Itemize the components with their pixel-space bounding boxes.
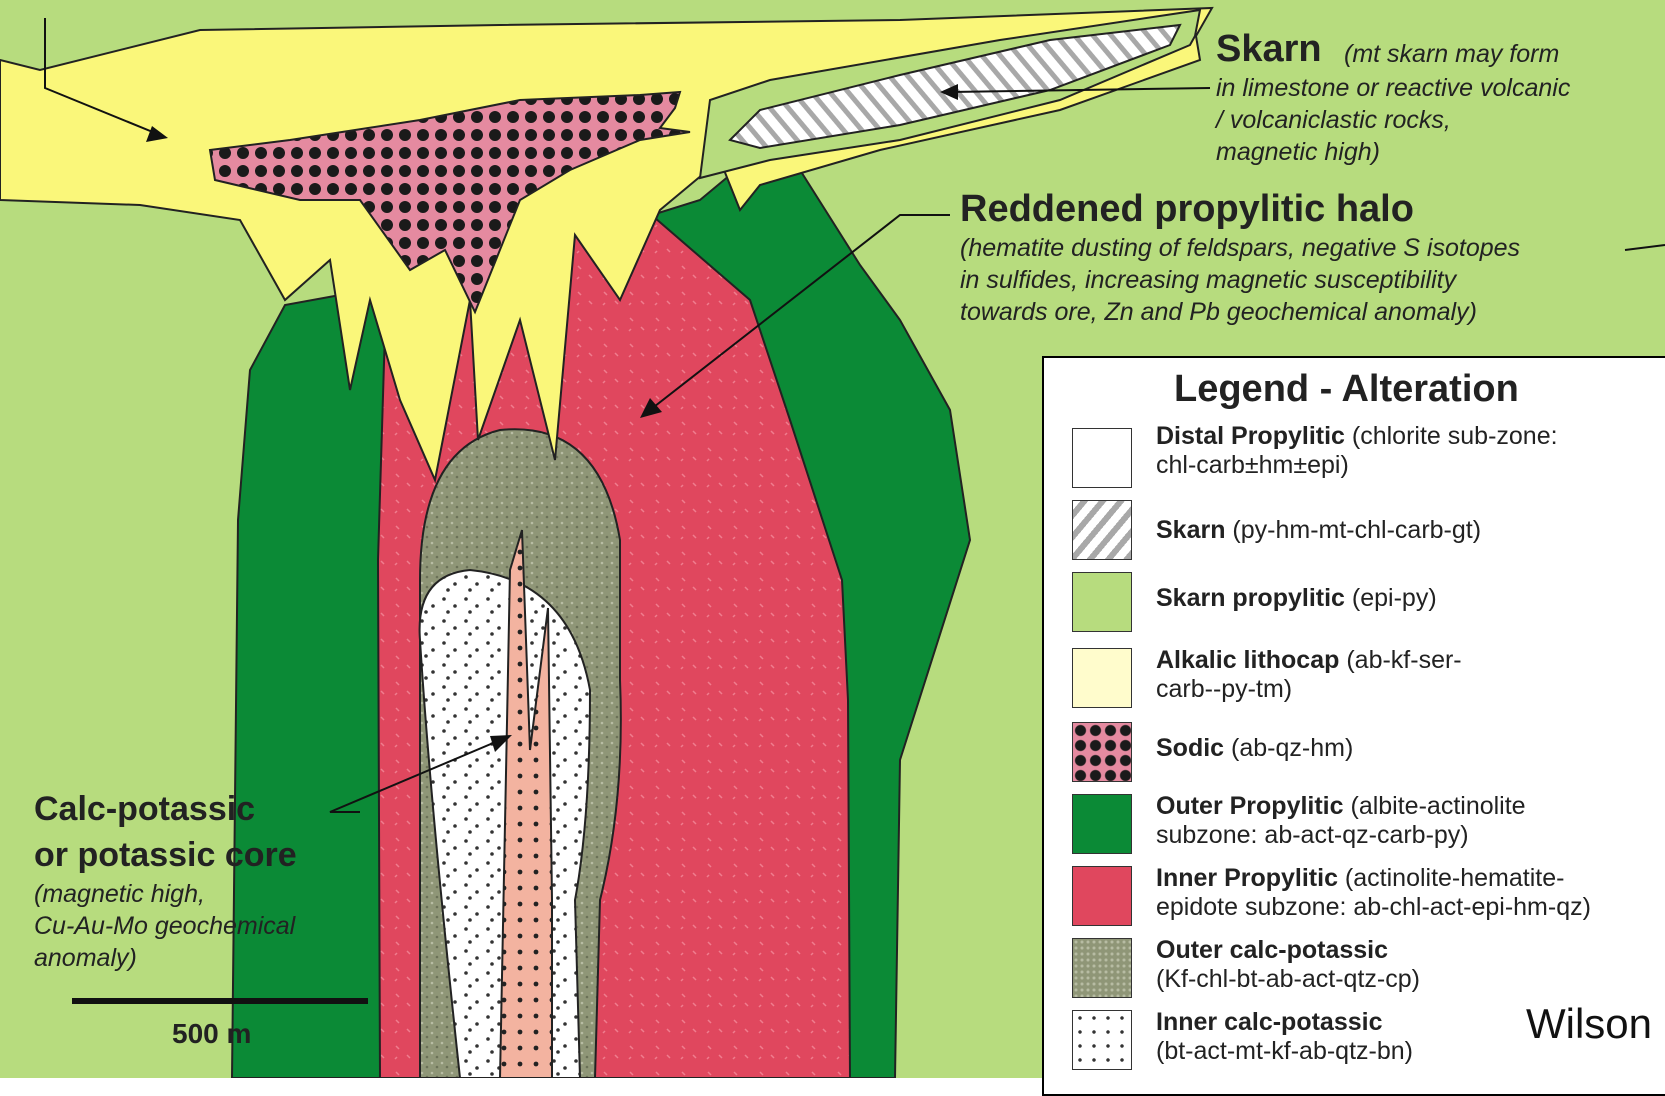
swatch-alkalic-lithocap bbox=[1072, 648, 1132, 708]
skarn-label-note: (mt skarn may form bbox=[1344, 40, 1559, 69]
swatch-skarn bbox=[1072, 500, 1132, 560]
legend-box: Legend - Alteration Distal Propylitic (c… bbox=[1042, 356, 1665, 1096]
core-label-note: Cu-Au-Mo geochemical bbox=[34, 912, 295, 941]
skarn-label-title: Skarn bbox=[1216, 28, 1322, 71]
scale-bar bbox=[72, 998, 368, 1004]
swatch-outer-propylitic bbox=[1072, 794, 1132, 854]
swatch-inner-calc-potassic bbox=[1072, 1010, 1132, 1070]
legend-item-sodic: Sodic (ab-qz-hm) bbox=[1156, 734, 1353, 763]
legend-item-inner-calc-potassic: Inner calc-potassic(bt-act-mt-kf-ab-qtz-… bbox=[1156, 1008, 1413, 1066]
swatch-sodic bbox=[1072, 722, 1132, 782]
halo-label-note: in sulfides, increasing magnetic suscept… bbox=[960, 266, 1456, 295]
skarn-label-note: / volcaniclastic rocks, bbox=[1216, 106, 1451, 135]
legend-item-distal-propylitic: Distal Propylitic (chlorite sub-zone:chl… bbox=[1156, 422, 1558, 480]
swatch-outer-calc-potassic bbox=[1072, 938, 1132, 998]
legend-item-skarn: Skarn (py-hm-mt-chl-carb-gt) bbox=[1156, 516, 1481, 545]
credit-text: Wilson bbox=[1526, 1000, 1652, 1048]
swatch-distal-propylitic bbox=[1072, 428, 1132, 488]
skarn-label-note: in limestone or reactive volcanic bbox=[1216, 74, 1570, 103]
swatch-inner-propylitic bbox=[1072, 866, 1132, 926]
core-label-title: Calc-potassic bbox=[34, 790, 255, 829]
legend-item-skarn-propylitic: Skarn propylitic (epi-py) bbox=[1156, 584, 1437, 613]
legend-title: Legend - Alteration bbox=[1174, 368, 1519, 411]
core-label-title: or potassic core bbox=[34, 836, 297, 875]
halo-label-note: (hematite dusting of feldspars, negative… bbox=[960, 234, 1520, 263]
legend-item-outer-calc-potassic: Outer calc-potassic(Kf-chl-bt-ab-act-qtz… bbox=[1156, 936, 1420, 994]
core-label-note: anomaly) bbox=[34, 944, 137, 973]
legend-item-alkalic-lithocap: Alkalic lithocap (ab-kf-ser-carb--py-tm) bbox=[1156, 646, 1462, 704]
scale-label: 500 m bbox=[172, 1018, 251, 1050]
swatch-skarn-propylitic bbox=[1072, 572, 1132, 632]
skarn-label-note: magnetic high) bbox=[1216, 138, 1380, 167]
halo-label-note: towards ore, Zn and Pb geochemical anoma… bbox=[960, 298, 1477, 327]
core-label-note: (magnetic high, bbox=[34, 880, 205, 909]
legend-item-inner-propylitic: Inner Propylitic (actinolite-hematite-ep… bbox=[1156, 864, 1591, 922]
halo-label-title: Reddened propylitic halo bbox=[960, 188, 1414, 231]
